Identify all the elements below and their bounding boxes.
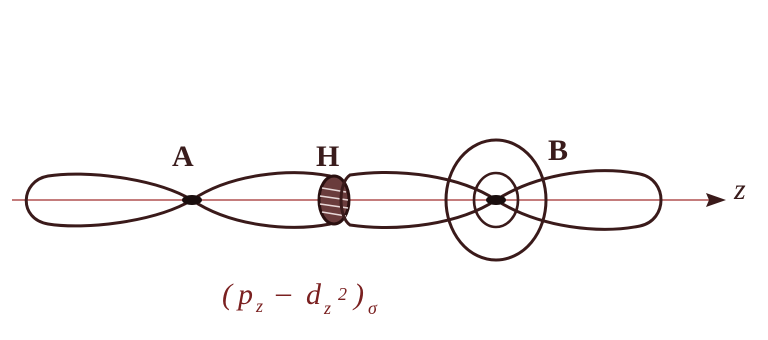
- atom-h-label: H: [316, 140, 339, 173]
- atom-b-torus-inner: [472, 171, 520, 229]
- caption-p-subscript: z: [255, 296, 263, 316]
- axis-label-z: z: [733, 173, 746, 206]
- caption-dash: –: [275, 276, 292, 309]
- atom-b-label: B: [548, 134, 568, 167]
- atom-a-left-lobe: [24, 172, 195, 228]
- caption-d-subscript: z: [323, 298, 331, 318]
- atom-a-nucleus: [182, 195, 202, 205]
- atom-a-label: A: [172, 140, 194, 173]
- atom-b-right-lobe: [493, 169, 663, 231]
- caption-d: d: [306, 278, 322, 311]
- caption-d-superscript: 2: [338, 284, 347, 304]
- z-axis-arrow: [706, 193, 726, 207]
- caption-open-paren: (: [222, 278, 234, 311]
- caption-p: p: [236, 278, 253, 311]
- atom-b-torus-outer: [444, 138, 548, 262]
- atom-b-left-lobe: [339, 171, 499, 229]
- caption-sigma-subscript: σ: [368, 298, 378, 318]
- caption: ( p z – d z 2 ) σ: [222, 276, 378, 318]
- caption-close-paren: ): [352, 278, 364, 311]
- atom-b-nucleus: [486, 195, 506, 205]
